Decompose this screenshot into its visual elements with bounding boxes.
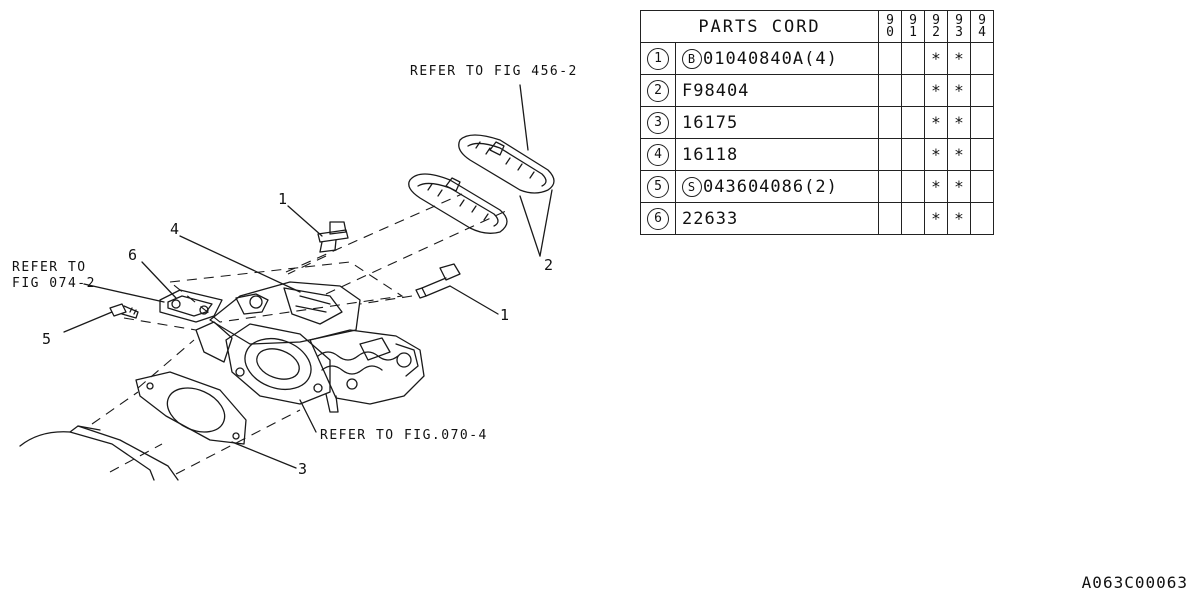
year-mark-cell: * [947,74,971,107]
table-row: 2 F98404 ** [640,74,994,107]
year-mark-cell: * [947,106,971,139]
callout-6: 6 [128,246,138,264]
refer-fig-074-label-line1: REFER TO [12,260,87,275]
year-mark-cell: * [924,138,948,171]
table-row: 4 16118 ** [640,138,994,171]
year-mark-cell [970,170,994,203]
row-index-cell: 6 [640,202,676,235]
year-mark-cell [970,138,994,171]
callout-2: 2 [544,256,554,274]
part-code: 16175 [682,112,739,133]
year-mark-cell [970,106,994,139]
part-code: 01040840A(4) [703,48,838,69]
part-code: 043604086(2) [703,176,838,197]
year-mark-cell: * [947,202,971,235]
table-row: 6 22633 ** [640,202,994,235]
intake-manifold-fragment [19,425,179,481]
refer-fig-456-label: REFER TO FIG 456-2 [410,64,578,79]
row-index-cell: 1 [640,42,676,75]
row-index-circle: 1 [647,48,669,70]
row-index-circle: 6 [647,208,669,230]
row-index-circle: 5 [647,176,669,198]
callout-1-right: 1 [500,306,510,324]
throttle-body [195,281,425,413]
callout-3: 3 [298,460,308,478]
year-mark-cell [970,202,994,235]
hose-clamp-lower [408,173,508,234]
part-code-cell: 22633 [675,202,879,235]
year-mark-cell [878,74,902,107]
row-index-cell: 2 [640,74,676,107]
row-index-circle: 3 [647,112,669,134]
year-mark-cell: * [924,106,948,139]
row-index-cell: 5 [640,170,676,203]
part-code-prefix: B [682,48,702,69]
table-row: 3 16175 ** [640,106,994,139]
year-mark-cell: * [947,42,971,75]
part-code-cell: 16118 [675,138,879,171]
year-mark-cell: * [947,170,971,203]
callout-1-upper: 1 [278,190,288,208]
part-code: F98404 [682,80,750,101]
year-mark-cell [970,42,994,75]
year-mark-cell [901,202,925,235]
year-mark-cell: * [924,74,948,107]
year-mark-cell [901,138,925,171]
row-index-circle: 2 [647,80,669,102]
row-index-circle: 4 [647,144,669,166]
row-index-cell: 3 [640,106,676,139]
year-mark-cell: * [947,138,971,171]
callout-4: 4 [170,220,180,238]
year-mark-cell [901,106,925,139]
row-index-cell: 4 [640,138,676,171]
year-mark-cell [970,74,994,107]
year-mark-cell: * [924,202,948,235]
refer-fig-070-label: REFER TO FIG.070-4 [320,428,488,443]
callout-5: 5 [42,330,52,348]
parts-cord-header: PARTS CORD [640,10,879,43]
bolt-upper [317,221,349,253]
year-mark-cell: * [924,170,948,203]
bolt-right [415,263,461,299]
refer-fig-074-label-line2: FIG 074-2 [12,276,96,291]
year-mark-cell [901,42,925,75]
year-mark-cell [878,42,902,75]
gasket-large [135,371,247,445]
year-mark-cell [901,74,925,107]
part-code: 16118 [682,144,739,165]
year-mark-cell [878,202,902,235]
year-mark-cell [901,170,925,203]
screw-left [109,303,139,319]
part-code: 22633 [682,208,739,229]
year-mark-cell [878,138,902,171]
year-mark-cell [878,170,902,203]
year-mark-cell: * [924,42,948,75]
part-code-prefix: S [682,176,702,197]
hose-clamp-upper [458,134,555,194]
year-mark-cell [878,106,902,139]
drawing-code: A063C00063 [1081,573,1188,592]
part-code-cell: 16175 [675,106,879,139]
part-code-cell: F98404 [675,74,879,107]
